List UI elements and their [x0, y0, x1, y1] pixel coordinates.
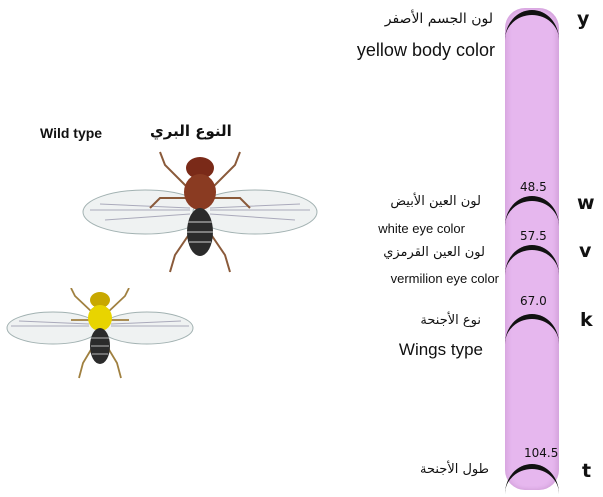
gene-label-v-arabic: لون العين القرمزي	[383, 245, 485, 260]
gene-symbol-k: k	[580, 309, 593, 331]
gene-symbol-v: v	[579, 240, 591, 262]
gene-label-y-arabic: لون الجسم الأصفر	[385, 11, 493, 27]
gene-position-k: 67.0	[520, 294, 547, 308]
wild-type-label: Wild type	[40, 125, 102, 141]
gene-label-w-english: white eye color	[378, 221, 465, 236]
gene-label-w-arabic: لون العين الأبيض	[390, 194, 481, 209]
gene-label-y-english: yellow body color	[357, 40, 495, 61]
gene-symbol-y: y	[577, 8, 589, 30]
gene-label-t-arabic: طول الأجنحة	[420, 462, 489, 477]
gene-symbol-w: w	[577, 192, 595, 214]
gene-label-k-arabic: نوع الأجنحة	[420, 313, 481, 328]
gene-position-v: 57.5	[520, 229, 547, 243]
yellow-mutant-fly-image	[5, 288, 195, 383]
gene-position-w: 48.5	[520, 180, 547, 194]
wild-type-fly-image	[80, 150, 320, 280]
gene-position-t: 104.5	[524, 446, 558, 460]
gene-symbol-t: t	[582, 460, 591, 482]
gene-label-k-english: Wings type	[399, 340, 483, 360]
wild-type-label-arabic: النوع البري	[150, 122, 232, 140]
gene-label-v-english: vermilion eye color	[391, 271, 499, 286]
